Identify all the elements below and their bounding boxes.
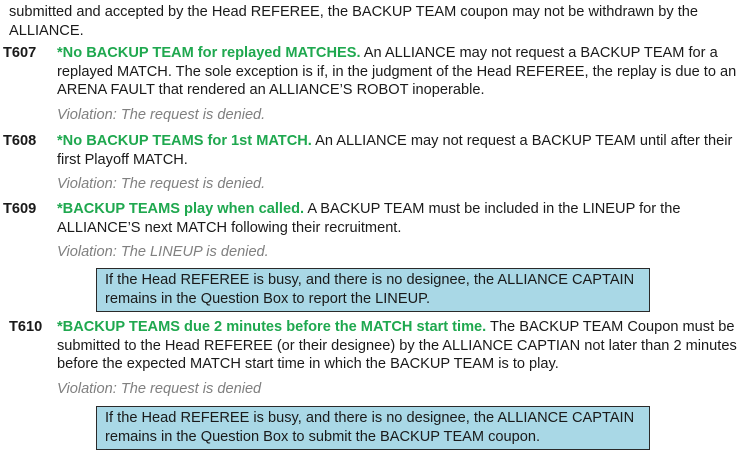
rule-t610-title: *BACKUP TEAMS due 2 minutes before the M… (57, 319, 487, 335)
rule-t610-note: If the Head REFEREE is busy, and there i… (96, 406, 650, 450)
rule-id-t608: T608 (3, 133, 37, 149)
rule-t607-body: An ALLIANCE may not request a BACKUP TEA… (57, 45, 737, 98)
rule-t608-text: *No BACKUP TEAMS for 1st MATCH. An ALLIA… (57, 132, 747, 169)
rule-id-t607: T607 (3, 45, 37, 61)
rule-t609-text: *BACKUP TEAMS play when called. A BACKUP… (57, 200, 747, 237)
rule-t609-body: A BACKUP TEAM must be included in the LI… (57, 201, 681, 236)
intro-paragraph: submitted and accepted by the Head REFER… (9, 4, 698, 39)
rule-t607-violation: Violation: The request is denied. (57, 107, 266, 123)
rule-id-t610: T610 (9, 319, 43, 335)
rule-id-t609: T609 (3, 201, 37, 217)
rule-t609-title: *BACKUP TEAMS play when called. (57, 201, 305, 217)
rule-t608-title: *No BACKUP TEAMS for 1st MATCH. (57, 133, 312, 149)
rule-t609-note: If the Head REFEREE is busy, and there i… (96, 268, 650, 312)
rule-t610-body: The BACKUP TEAM Coupon must be submitted… (57, 319, 737, 372)
rule-t610-violation: Violation: The request is denied (57, 381, 262, 397)
rule-t608-violation: Violation: The request is denied. (57, 176, 266, 192)
rule-t608-body: An ALLIANCE may not request a BACKUP TEA… (57, 133, 733, 168)
rule-t610-text: *BACKUP TEAMS due 2 minutes before the M… (57, 318, 747, 374)
rule-t607-title: *No BACKUP TEAM for replayed MATCHES. (57, 45, 361, 61)
rule-t609-violation: Violation: The LINEUP is denied. (57, 244, 269, 260)
rule-t607-text: *No BACKUP TEAM for replayed MATCHES. An… (57, 44, 747, 100)
